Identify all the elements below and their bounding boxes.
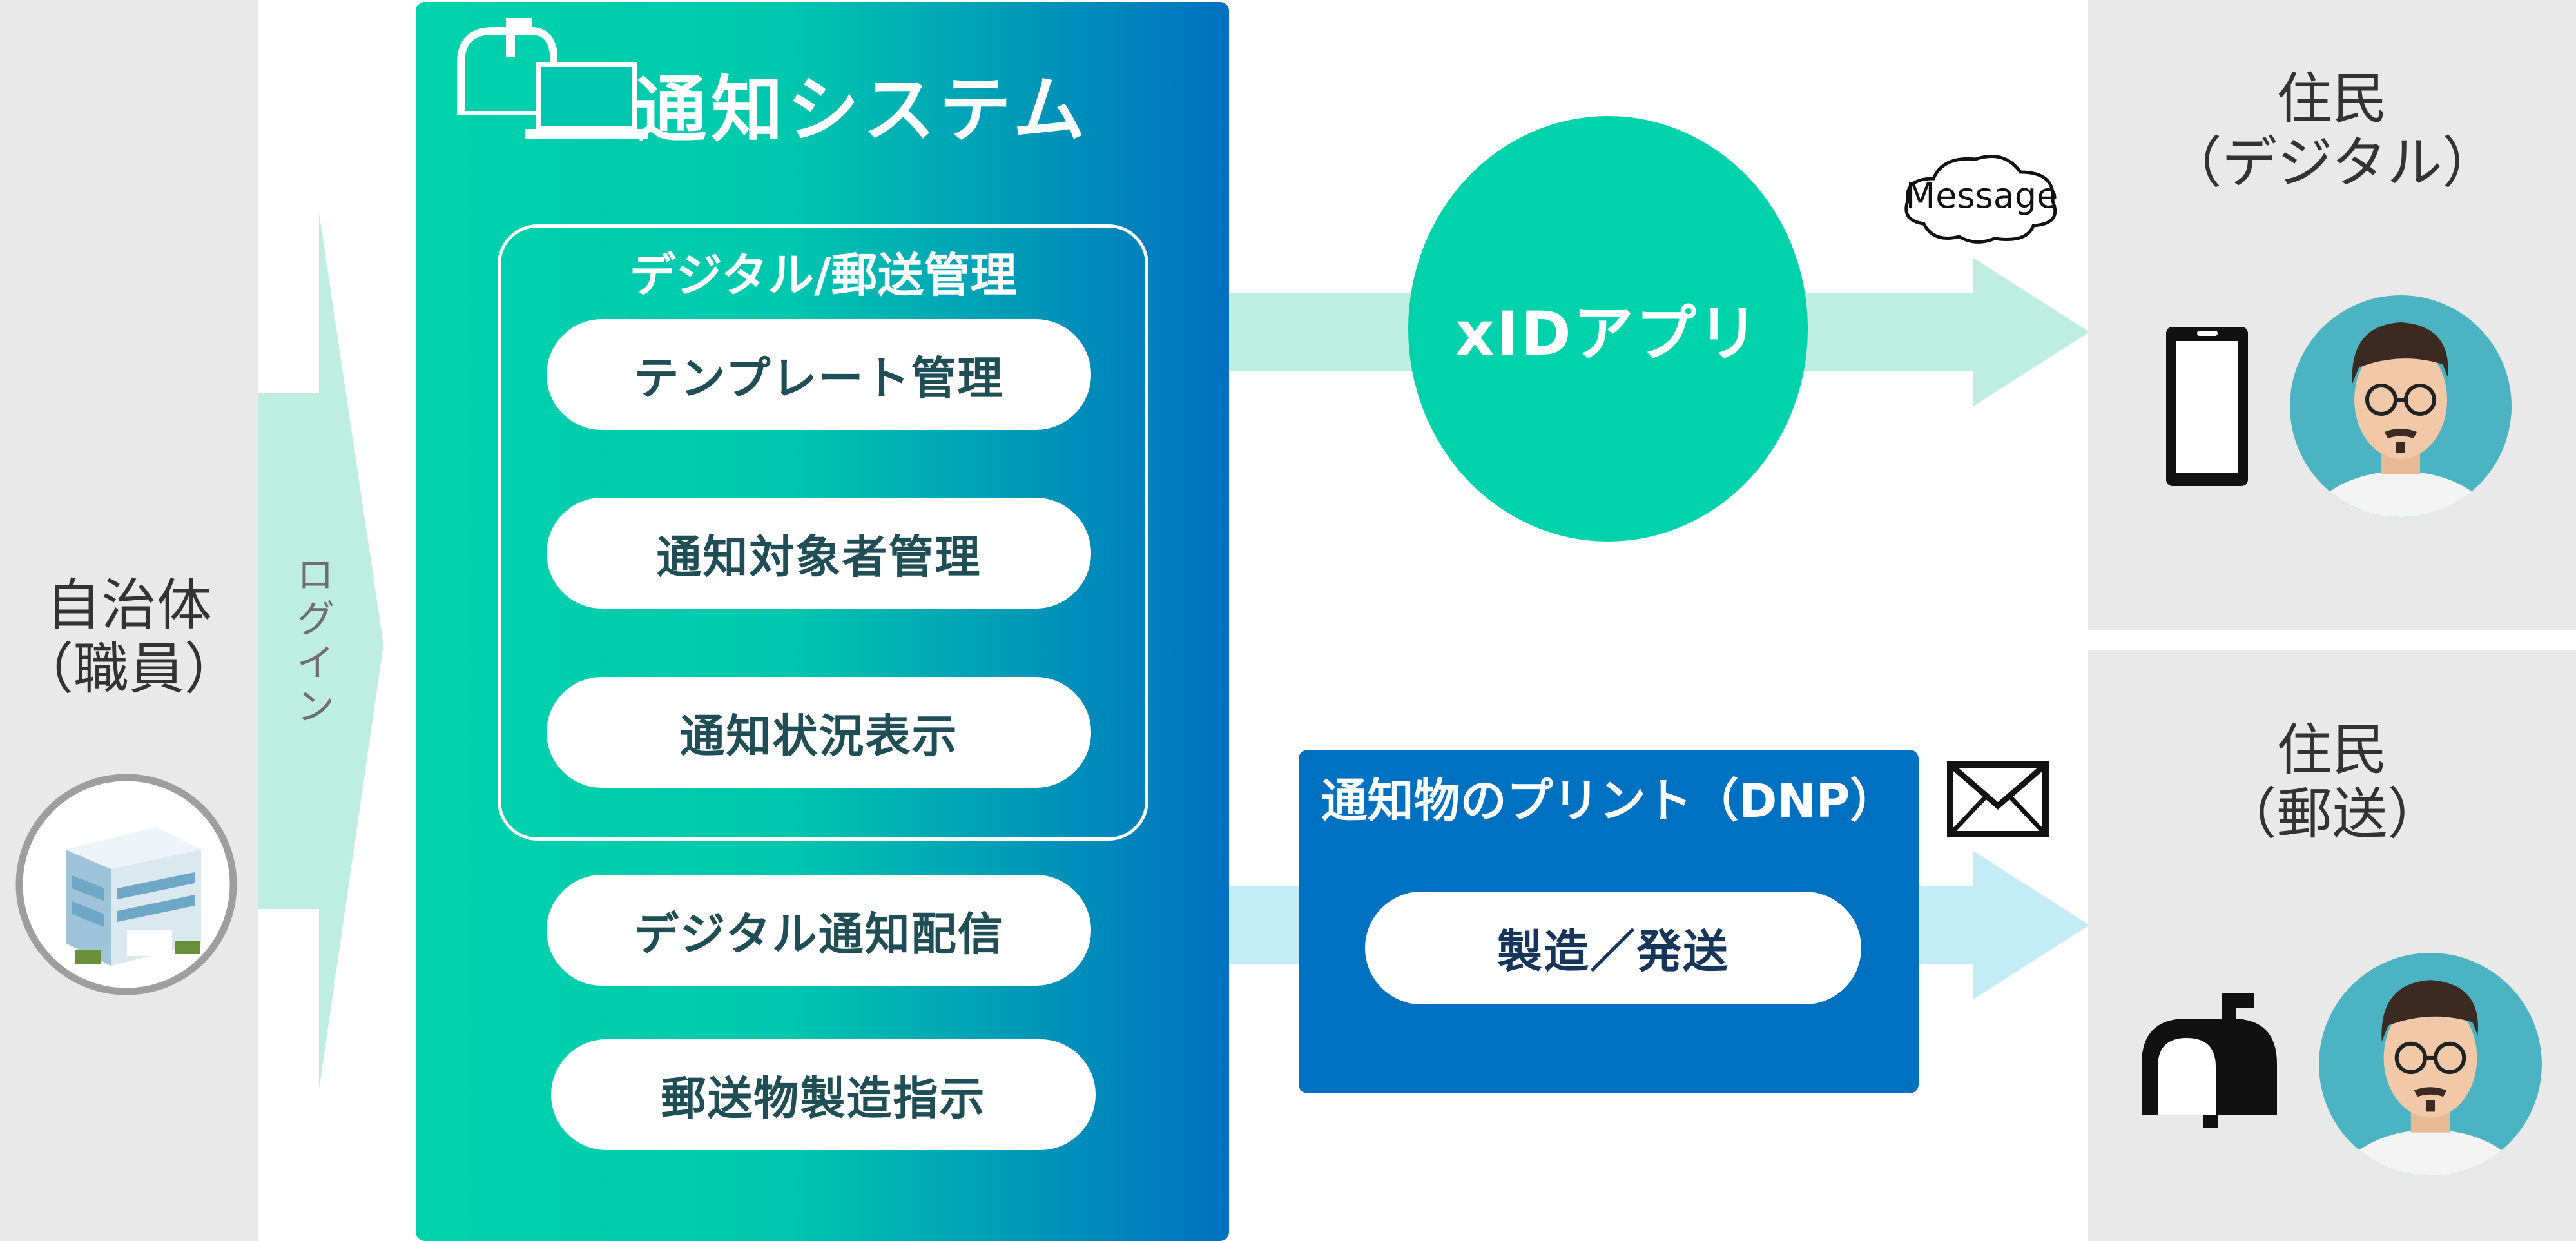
municipality-panel xyxy=(0,0,258,1241)
message-cloud-label: Message xyxy=(1906,175,2058,216)
print-title: 通知物のプリント（DNP） xyxy=(1321,774,1897,828)
resident-digital-label: 住民 （デジタル） xyxy=(2088,68,2576,195)
notification-status-button[interactable]: 通知状況表示 xyxy=(547,677,1091,788)
system-title: 通知システム xyxy=(635,68,1089,152)
resident-digital-line1: 住民 xyxy=(2276,67,2388,132)
management-group-label: デジタル/郵送管理 xyxy=(629,248,1017,302)
laptop-icon xyxy=(525,62,648,139)
xid-app-label: xIDアプリ xyxy=(1455,299,1761,369)
login-arrow xyxy=(258,213,383,1090)
recipient-management-button[interactable]: 通知対象者管理 xyxy=(547,498,1091,609)
manufacture-ship-button[interactable]: 製造／発送 xyxy=(1365,892,1861,1004)
digital-delivery-button[interactable]: デジタル通知配信 xyxy=(547,875,1091,986)
resident-digital-panel xyxy=(2088,0,2576,630)
postal-production-button[interactable]: 郵送物製造指示 xyxy=(551,1039,1096,1150)
municipality-line2: （職員） xyxy=(18,636,240,701)
municipality-line1: 自治体 xyxy=(46,573,212,638)
municipality-name: 自治体 （職員） xyxy=(0,574,258,701)
mailbox-icon xyxy=(457,18,557,115)
login-label: ログイン xyxy=(289,554,334,730)
management-group xyxy=(498,224,1148,841)
message-cloud-icon: Message xyxy=(1904,155,2058,244)
resident-mail-label: 住民 （郵送） xyxy=(2088,719,2576,846)
xid-app-circle[interactable]: xIDアプリ xyxy=(1408,116,1808,542)
building-icon xyxy=(15,774,237,995)
resident-mail-line1: 住民 xyxy=(2276,718,2388,783)
resident-digital-line2: （デジタル） xyxy=(2166,130,2498,195)
envelope-icon xyxy=(1947,761,2049,837)
resident-mail-avatar xyxy=(2319,953,2542,1176)
smartphone-icon xyxy=(2166,327,2248,486)
template-management-button[interactable]: テンプレート管理 xyxy=(547,319,1091,430)
resident-mail-line2: （郵送） xyxy=(2221,781,2443,846)
mailbox-black-icon xyxy=(2142,993,2277,1128)
resident-digital-avatar xyxy=(2290,295,2512,517)
notification-system-block xyxy=(416,2,1229,1241)
